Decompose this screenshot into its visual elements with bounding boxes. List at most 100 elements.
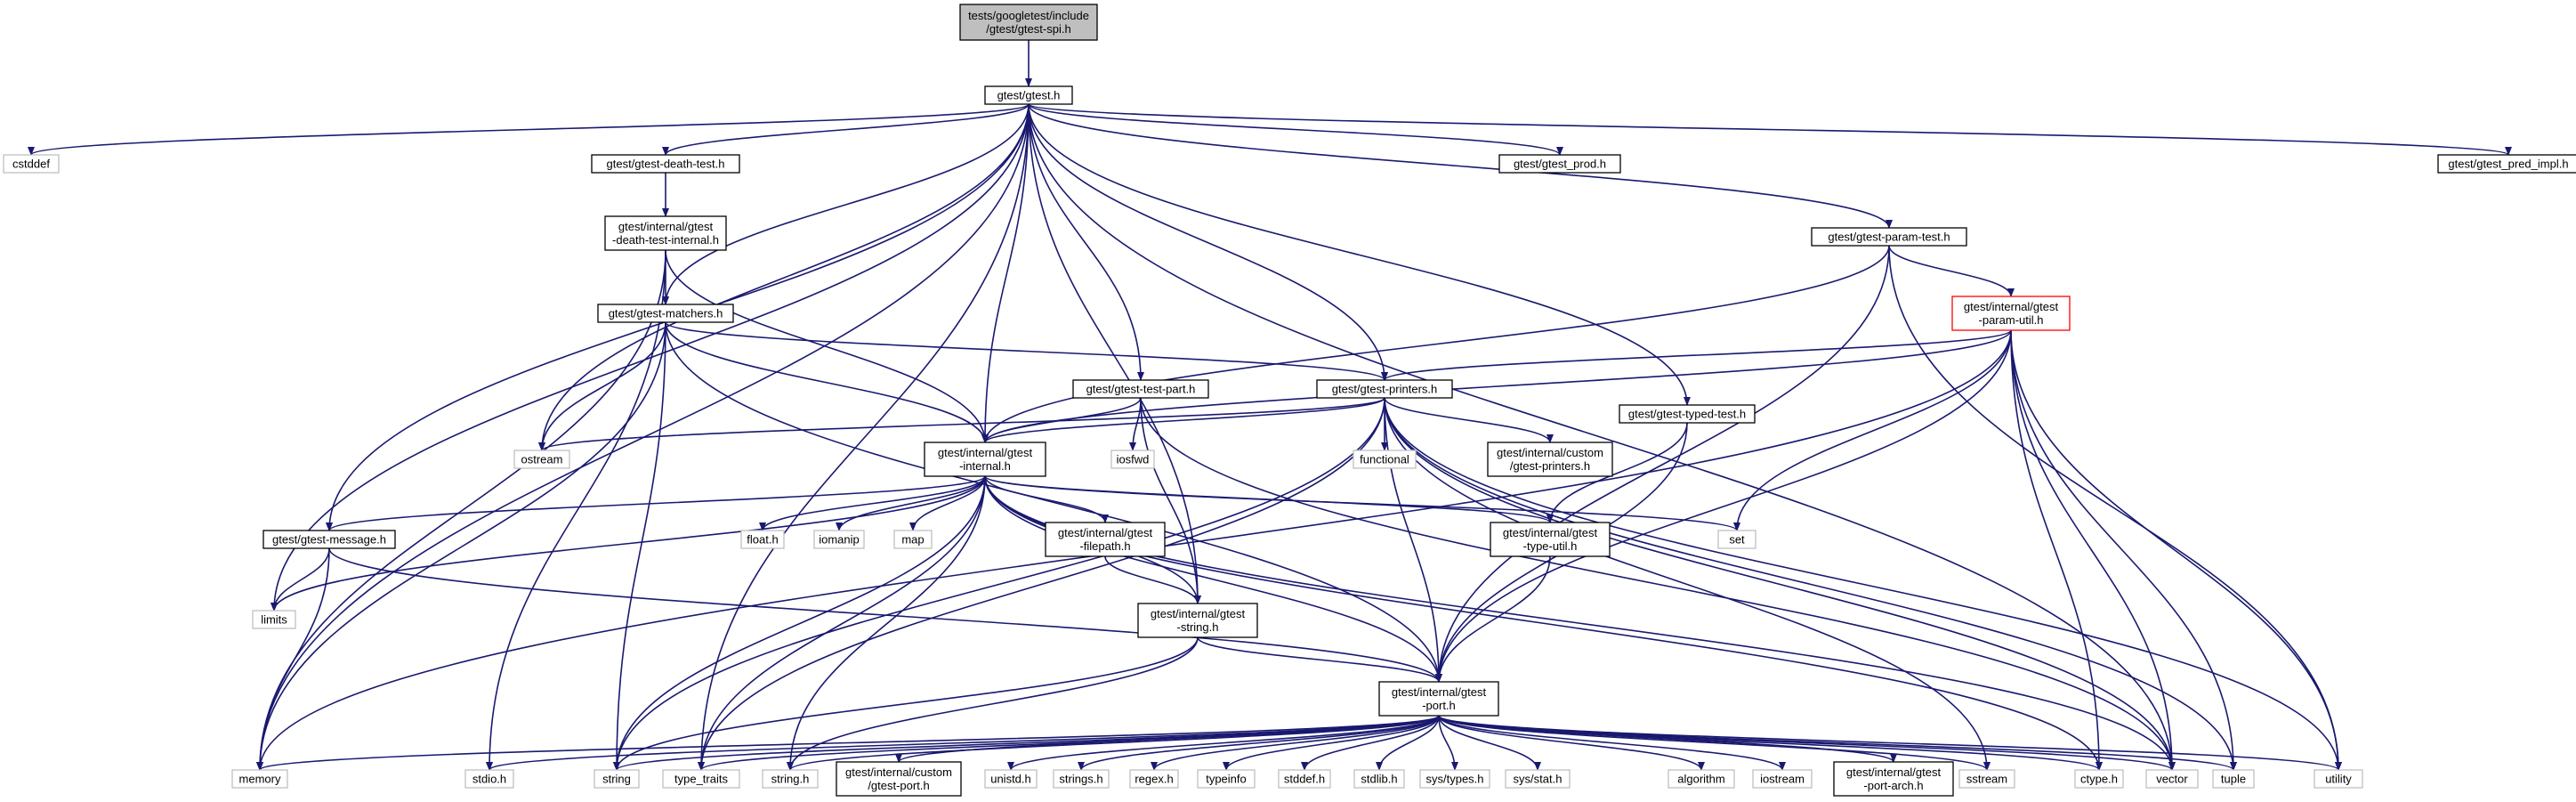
edge-death-internal-to-internal (665, 249, 989, 443)
node-box (1951, 296, 2071, 331)
node-label: -death-test-internal.h (612, 233, 719, 247)
node-label: type_traits (674, 773, 728, 786)
node-box (1811, 227, 1967, 247)
edge-internal-to-float (759, 475, 986, 531)
edge-param-util-to-printers (1381, 329, 2012, 381)
node-box (262, 530, 396, 549)
node-test-part[interactable]: gtest/gtest-test-part.h (1072, 379, 1209, 399)
edge-port-to-stddef (1301, 715, 1440, 771)
node-label: strings.h (1059, 773, 1102, 786)
node-box (2437, 154, 2576, 174)
edge-gtest-to-ostream (538, 103, 1030, 451)
node-custom-port[interactable]: gtest/internal/custom/gtest-port.h (836, 761, 962, 797)
node-box (1197, 769, 1256, 789)
node-pred-impl[interactable]: gtest/gtest_pred_impl.h (2437, 154, 2576, 174)
node-box (924, 442, 1046, 477)
node-label: /gtest/gtest-spi.h (986, 22, 1070, 36)
node-string-h-int[interactable]: gtest/internal/gtest-string.h (1137, 603, 1258, 638)
node-internal[interactable]: gtest/internal/gtest-internal.h (924, 442, 1046, 477)
node-label: -port.h (1422, 699, 1456, 712)
node-cstddef: cstddef (3, 154, 60, 174)
node-box (2074, 769, 2124, 789)
node-box (1378, 681, 1499, 717)
node-box (740, 530, 785, 549)
node-box (1110, 450, 1155, 469)
node-label: gtest/gtest-message.h (272, 533, 386, 547)
node-label: vector (2156, 773, 2188, 786)
node-label: gtest/internal/gtest (1846, 766, 1942, 779)
node-typed-test[interactable]: gtest/gtest-typed-test.h (1619, 404, 1756, 424)
node-label: gtest/gtest-matchers.h (609, 307, 723, 320)
edge-printers-to-custom-printers (1384, 397, 1554, 443)
edge-param-test-to-internal (981, 245, 1890, 443)
node-spi: tests/googletest/include/gtest/gtest-spi… (959, 4, 1098, 41)
edge-printers-to-ostream (538, 397, 1385, 451)
edge-port-to-unistd (1007, 715, 1440, 771)
node-printers[interactable]: gtest/gtest-printers.h (1316, 379, 1453, 399)
node-box (1490, 522, 1611, 557)
node-message[interactable]: gtest/gtest-message.h (262, 530, 396, 549)
node-label: tuple (2221, 773, 2246, 786)
node-box (231, 769, 288, 789)
node-label: gtest/gtest_pred_impl.h (2448, 158, 2568, 171)
node-death-internal[interactable]: gtest/internal/gtest-death-test-internal… (604, 215, 727, 251)
node-filepath[interactable]: gtest/internal/gtest-filepath.h (1045, 522, 1166, 557)
node-float: float.h (740, 530, 785, 549)
node-box (1045, 522, 1166, 557)
node-type-util[interactable]: gtest/internal/gtest-type-util.h (1490, 522, 1611, 557)
node-stddef: stddef.h (1278, 769, 1331, 789)
node-port[interactable]: gtest/internal/gtest-port.h (1378, 681, 1499, 717)
edge-message-to-port (328, 547, 1442, 683)
node-box (591, 154, 740, 174)
node-ostream: ostream (513, 450, 570, 469)
node-label: gtest/internal/gtest (938, 446, 1033, 459)
node-utility: utility (2314, 769, 2363, 789)
edge-gtest-to-typed-test (1028, 103, 1691, 406)
edge-param-test-to-param-util (1888, 245, 2015, 297)
edge-port-to-strings (1078, 715, 1440, 771)
node-port-arch[interactable]: gtest/internal/gtest-port-arch.h (1833, 761, 1954, 797)
node-param-util[interactable]: gtest/internal/gtest-param-util.h (1951, 296, 2071, 331)
node-label: gtest/gtest_prod.h (1514, 158, 1606, 171)
node-typeinfo: typeinfo (1197, 769, 1256, 789)
edge-message-to-memory (256, 547, 330, 771)
edge-gtest-to-internal (981, 103, 1030, 443)
node-box (1487, 442, 1613, 477)
edge-internal-to-filepath (984, 475, 1109, 523)
node-custom-printers[interactable]: gtest/internal/custom/gtest-printers.h (1487, 442, 1613, 477)
node-param-test[interactable]: gtest/gtest-param-test.h (1811, 227, 1967, 247)
node-label: stddef.h (1284, 773, 1325, 786)
edge-matchers-to-string (613, 321, 666, 771)
edge-test-part-to-string-h-int (1140, 397, 1201, 604)
node-iostream: iostream (1752, 769, 1813, 789)
node-label: sstream (1966, 773, 2007, 786)
node-prod[interactable]: gtest/gtest_prod.h (1498, 154, 1621, 174)
edge-message-to-limits (271, 547, 330, 612)
node-label: float.h (747, 533, 778, 547)
node-box (1353, 769, 1405, 789)
node-death-test[interactable]: gtest/gtest-death-test.h (591, 154, 740, 174)
edge-gtest-to-test-part (1028, 103, 1144, 381)
edge-port-to-string.h (787, 715, 1440, 771)
node-label: functional (1360, 453, 1409, 466)
node-box (252, 610, 296, 629)
edge-gtest-to-death-test (662, 103, 1030, 156)
edge-printers-to-vector (1384, 397, 2176, 771)
edge-port-to-utility (1438, 715, 2342, 771)
node-systypes: sys/types.h (1419, 769, 1490, 789)
node-gtest[interactable]: gtest/gtest.h (984, 85, 1073, 105)
node-label: sys/stat.h (1514, 773, 1563, 786)
node-functional: functional (1353, 450, 1417, 469)
node-label: -filepath.h (1079, 539, 1130, 553)
edge-gtest-to-string-h-int (1028, 103, 1201, 604)
node-layer: tests/googletest/include/gtest/gtest-spi… (3, 4, 2576, 797)
node-label: cstddef (12, 158, 50, 171)
node-iomanip: iomanip (813, 530, 865, 549)
node-label: gtest/internal/gtest (1964, 300, 2059, 313)
node-matchers[interactable]: gtest/gtest-matchers.h (597, 304, 734, 323)
node-box (1316, 379, 1453, 399)
node-box (3, 154, 60, 174)
node-label: utility (2325, 773, 2352, 786)
node-label: stdio.h (472, 773, 506, 786)
edge-port-to-sstream (1438, 715, 1991, 771)
